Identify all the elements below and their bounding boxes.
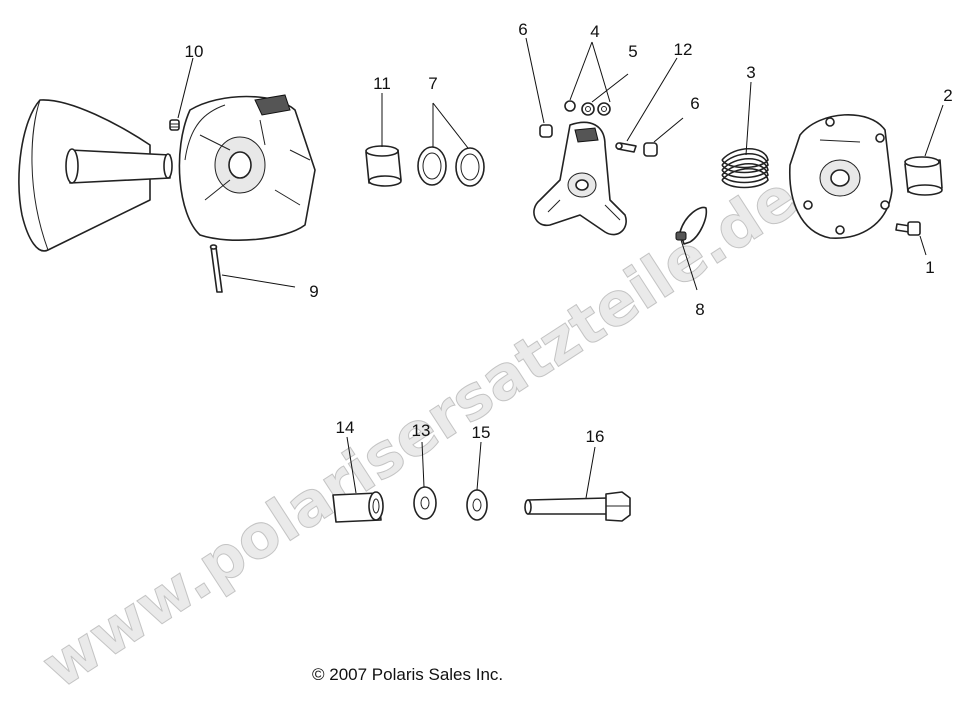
callout-8: 8 (695, 300, 704, 319)
leader-lines (177, 37, 944, 499)
part-2-bushing (904, 156, 943, 196)
moveable-sheave (178, 94, 316, 241)
callout-6a: 6 (518, 20, 527, 39)
callout-15: 15 (472, 423, 491, 442)
part-3-spring (721, 148, 769, 189)
part-7-seals (417, 146, 485, 187)
spider (533, 121, 627, 236)
part-12-pin (615, 142, 637, 153)
part-5-washer (597, 102, 611, 116)
callout-4: 4 (590, 22, 599, 41)
part-1-bolt (895, 221, 921, 236)
part-13-washer (413, 486, 437, 520)
callout-3: 3 (746, 63, 755, 82)
callout-7: 7 (428, 74, 437, 93)
callout-2: 2 (943, 86, 952, 105)
part-6-roller-b (643, 142, 658, 157)
part-6-roller-a (539, 124, 553, 138)
part-15-washer (466, 489, 488, 521)
callout-5: 5 (628, 42, 637, 61)
copyright: © 2007 Polaris Sales Inc. (312, 665, 503, 684)
part-14-spacer (332, 491, 384, 523)
stationary-sheave (18, 99, 173, 252)
callout-1: 1 (925, 258, 934, 277)
part-10-plug (169, 119, 180, 131)
part-4-washers (564, 100, 595, 116)
part-16-bolt (524, 491, 631, 522)
callout-10: 10 (185, 42, 204, 61)
part-8-weight (675, 206, 708, 245)
part-9-pin (209, 244, 223, 293)
callout-13: 13 (412, 421, 431, 440)
cover (789, 113, 893, 239)
callout-16: 16 (586, 427, 605, 446)
part-11-bushing (365, 145, 402, 187)
callout-12: 12 (674, 40, 693, 59)
callout-6b: 6 (690, 94, 699, 113)
callout-9: 9 (309, 282, 318, 301)
callout-14: 14 (336, 418, 355, 437)
callout-11: 11 (373, 74, 391, 93)
